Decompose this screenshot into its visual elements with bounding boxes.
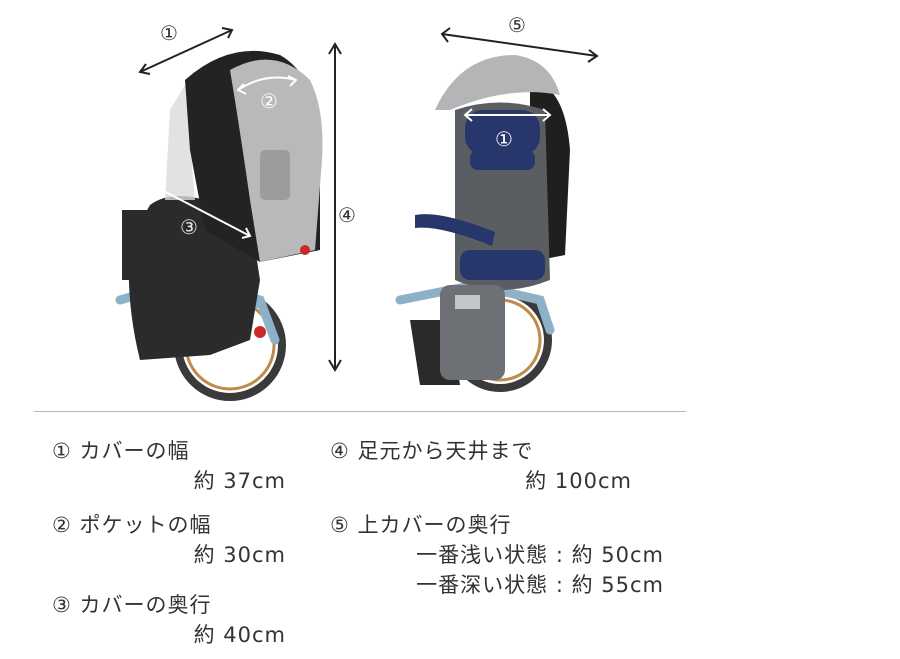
spec-label: ② ポケットの幅 — [52, 513, 212, 537]
bike-frame-right — [395, 280, 555, 335]
spec-label: ③ カバーの奥行 — [52, 593, 212, 617]
spec-pocket-width: ② ポケットの幅 約 30cm — [52, 510, 286, 570]
spec-value-shallowest: 一番浅い状態 : 約 50cm — [416, 543, 664, 567]
seat-cushion — [460, 250, 545, 280]
spec-label: ④ 足元から天井まで — [330, 439, 534, 463]
marker-1-right: ① — [495, 127, 513, 151]
marker-5: ⑤ — [508, 13, 526, 37]
spec-top-cover-depth: ⑤ 上カバーの奥行 一番浅い状態 : 約 50cm 一番深い状態 : 約 55c… — [330, 510, 664, 600]
marker-4: ④ — [338, 203, 356, 227]
spec-value: 約 30cm — [193, 543, 286, 567]
marker-3: ③ — [180, 215, 198, 239]
spec-value: 約 37cm — [193, 469, 286, 493]
spec-label: ① カバーの幅 — [52, 439, 190, 463]
spec-label: ⑤ 上カバーの奥行 — [330, 513, 512, 537]
section-divider — [34, 411, 686, 412]
spec-value-deepest: 一番深い状態 : 約 55cm — [416, 573, 664, 597]
canopy — [435, 55, 560, 110]
product-photo-front: ⑤ ① — [395, 13, 599, 392]
headrest — [465, 110, 540, 155]
spec-cover-width: ① カバーの幅 約 37cm — [52, 436, 286, 496]
spec-value: 約 40cm — [193, 623, 286, 647]
measure-arrows — [138, 27, 342, 372]
spec-cover-depth: ③ カバーの奥行 約 40cm — [52, 590, 286, 650]
spec-floor-to-ceiling: ④ 足元から天井まで 約 100cm — [330, 436, 632, 496]
marker-1-left: ① — [160, 21, 178, 45]
marker-2: ② — [260, 89, 278, 113]
product-photo-side: ① ④ ② ③ — [115, 21, 356, 401]
spec-value: 約 100cm — [525, 469, 632, 493]
